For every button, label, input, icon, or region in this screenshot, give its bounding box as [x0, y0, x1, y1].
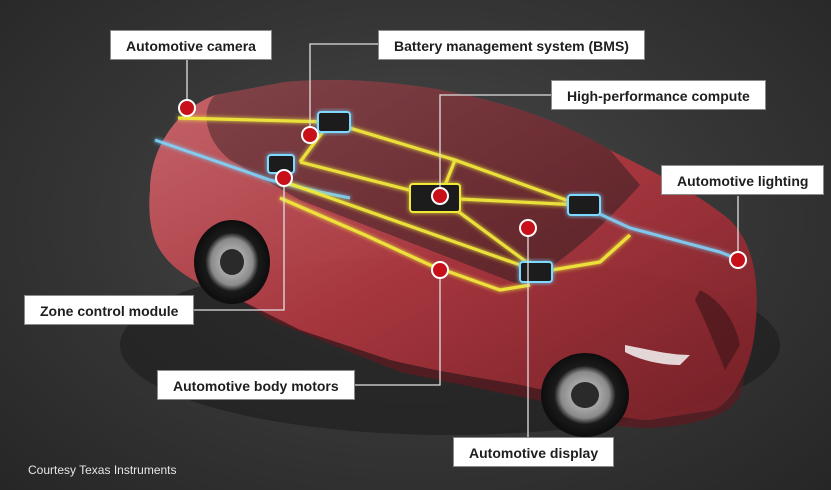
front-wheel: [541, 353, 629, 437]
yellow-wire-7: [279, 196, 531, 292]
callout-high-performance-compute: High-performance compute: [551, 80, 766, 110]
marker-display: [519, 219, 537, 237]
yellow-wire-8: [539, 233, 632, 274]
marker-lighting: [729, 251, 747, 269]
front-module: [567, 194, 601, 216]
leader-body-motors: [343, 272, 441, 386]
callout-zone-control-module: Zone control module: [24, 295, 195, 325]
ecu-modules: [267, 111, 601, 283]
yellow-wire-1: [177, 116, 331, 124]
image-credit: Courtesy Texas Instruments: [28, 463, 177, 477]
bms-module: [317, 111, 351, 133]
callout-automotive-camera: Automotive camera: [110, 30, 272, 60]
callout-battery-management-system: Battery management system (BMS): [378, 30, 645, 60]
callout-automotive-lighting: Automotive lighting: [661, 165, 825, 195]
rear-wheel: [194, 220, 270, 304]
yellow-wire-6: [284, 180, 541, 274]
marker-camera: [178, 99, 196, 117]
marker-bms: [301, 126, 319, 144]
leader-hpc: [439, 94, 551, 196]
marker-zone: [275, 169, 293, 187]
callout-automotive-body-motors: Automotive body motors: [157, 370, 355, 400]
leader-bms: [309, 43, 378, 135]
leader-zone: [186, 180, 285, 311]
marker-hpc: [431, 187, 449, 205]
markers: [178, 99, 747, 279]
marker-body-motors: [431, 261, 449, 279]
display-module: [519, 261, 553, 283]
callout-automotive-display: Automotive display: [453, 437, 615, 467]
yellow-wire-4: [439, 196, 581, 207]
